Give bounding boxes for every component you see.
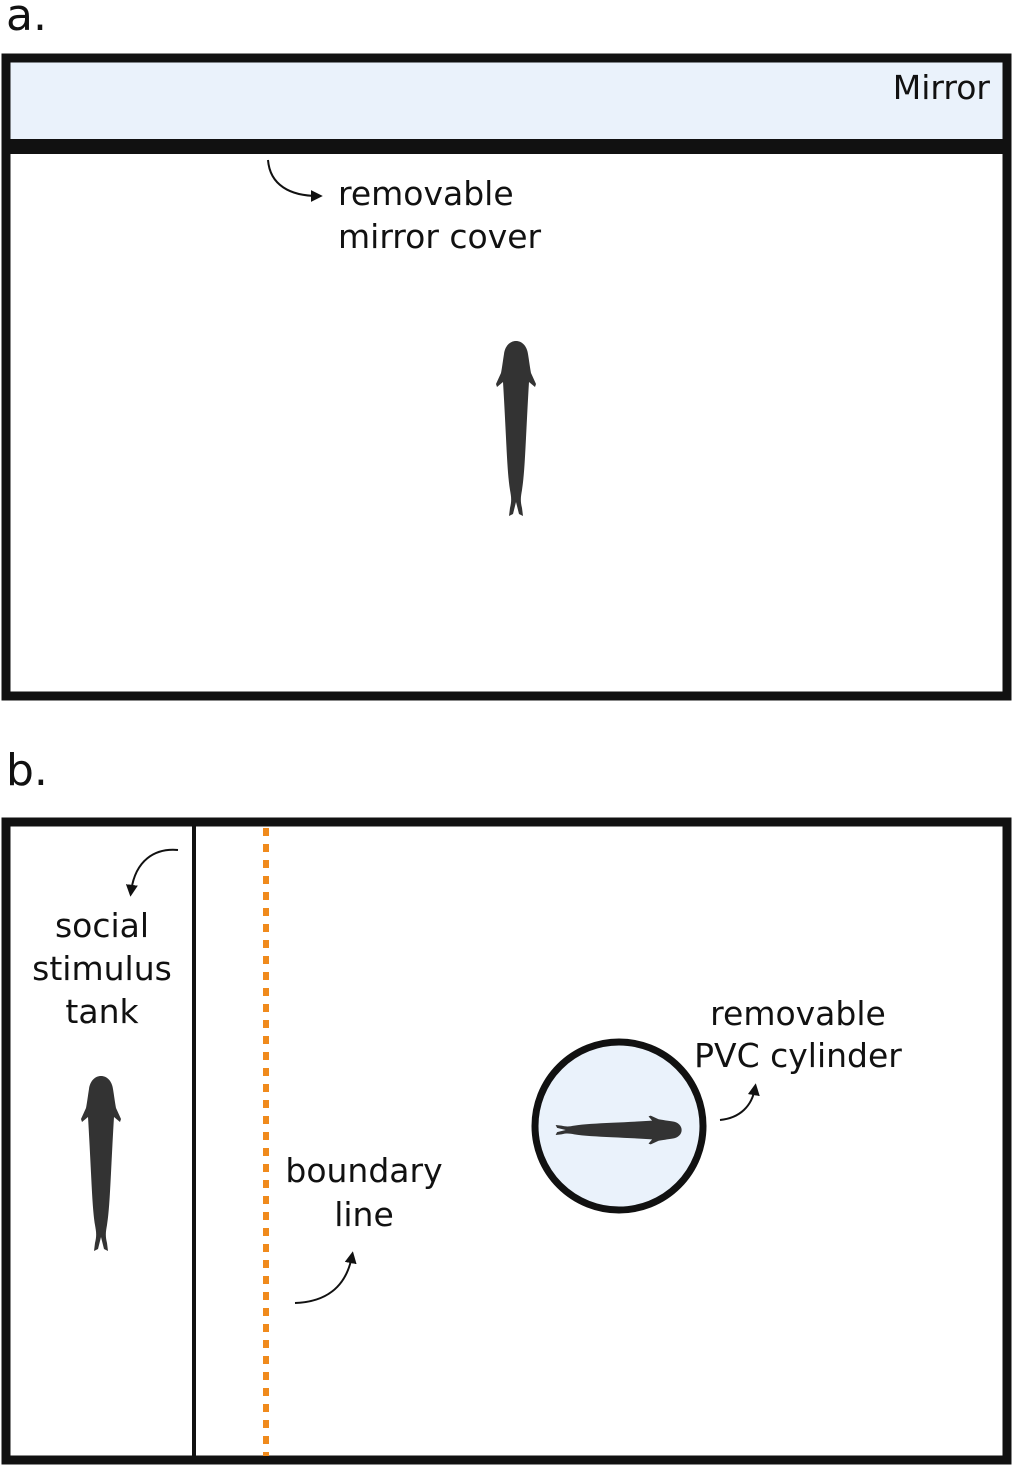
stimulus-label-line3: tank bbox=[65, 992, 139, 1031]
boundary-label-line2: line bbox=[334, 1195, 394, 1234]
panel-a: a. Mirror removable mirror cover bbox=[1, 0, 1012, 701]
mirror-cover-label-line1: removable bbox=[338, 174, 514, 213]
cylinder-label-line1: removable bbox=[710, 994, 886, 1033]
panel-b: b. social stimulus tank boundary line re… bbox=[1, 745, 1012, 1465]
mirror-area bbox=[10, 62, 1003, 140]
curved-arrow-icon bbox=[125, 848, 179, 897]
stimulus-label-line2: stimulus bbox=[32, 949, 172, 988]
mirror-cover-bar bbox=[10, 139, 1003, 154]
panel-a-letter: a. bbox=[6, 0, 47, 41]
stimulus-label-line1: social bbox=[55, 906, 149, 945]
tank-b-outline bbox=[1, 817, 1012, 1465]
cylinder-label-line2: PVC cylinder bbox=[694, 1036, 902, 1075]
curved-arrow-icon bbox=[719, 1083, 760, 1121]
mirror-label: Mirror bbox=[893, 68, 991, 107]
boundary-label-line1: boundary bbox=[285, 1151, 442, 1190]
curved-arrow-icon bbox=[267, 159, 323, 202]
panel-b-letter: b. bbox=[6, 745, 48, 796]
curved-arrow-icon bbox=[294, 1251, 357, 1304]
mirror-cover-label-line2: mirror cover bbox=[338, 217, 542, 256]
